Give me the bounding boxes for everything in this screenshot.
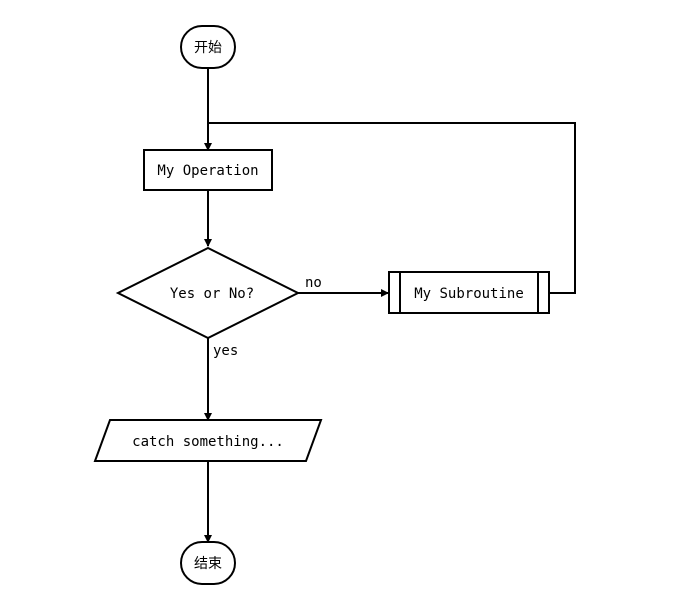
end-label: 结束 xyxy=(194,556,222,572)
start-label: 开始 xyxy=(194,40,222,56)
edge-subroutine-loop-back xyxy=(208,122,576,294)
subroutine-node: My Subroutine xyxy=(388,271,550,314)
condition-node: Yes or No? xyxy=(115,246,301,340)
io-label: catch something... xyxy=(132,434,284,450)
start-node: 开始 xyxy=(180,25,236,69)
operation-node: My Operation xyxy=(143,149,273,191)
yes-edge-label: yes xyxy=(213,343,238,359)
no-edge-label: no xyxy=(305,275,322,291)
operation-label: My Operation xyxy=(157,163,258,179)
condition-label: Yes or No? xyxy=(170,286,254,302)
end-node: 结束 xyxy=(180,541,236,585)
subroutine-label: My Subroutine xyxy=(414,286,524,302)
io-node: catch something... xyxy=(93,419,323,462)
